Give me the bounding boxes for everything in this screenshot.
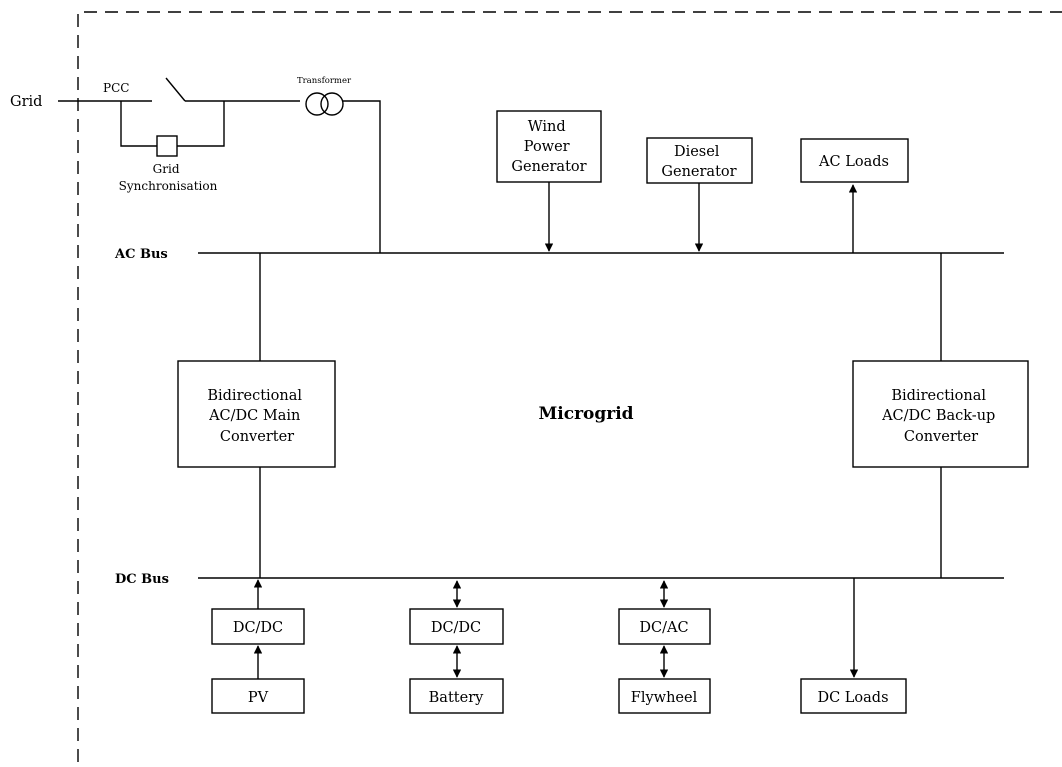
pv-converter-box <box>211 608 305 645</box>
dc-loads-box <box>800 678 907 714</box>
ac-loads-label: AC Loads <box>818 154 889 170</box>
pv-converter-label: DC/DC <box>233 620 283 636</box>
pcc-switch <box>165 77 186 102</box>
pcc-label: PCC <box>103 81 129 95</box>
battery-converter-label: DC/DC <box>431 620 481 636</box>
transformer-icon <box>305 92 344 116</box>
battery-converter-box <box>409 608 504 645</box>
main-converter-box <box>177 360 336 468</box>
wind-generator-box <box>496 110 602 183</box>
dc-loads-label: DC Loads <box>817 690 888 706</box>
wind-generator-label: Wind Power Generator <box>511 119 586 175</box>
grid-sync-box <box>156 135 178 157</box>
backup-converter-label: Bidirectional AC/DC Back-up Converter <box>881 388 1000 445</box>
flywheel-label: Flywheel <box>631 690 698 706</box>
transformer-label: Transformer <box>297 76 352 86</box>
main-converter-label: Bidirectional AC/DC Main Converter <box>207 388 306 445</box>
pv-box <box>211 678 305 714</box>
diesel-generator-label: Diesel Generator <box>661 144 736 180</box>
flywheel-converter-box <box>618 608 711 645</box>
microgrid-title: Microgrid <box>538 404 633 424</box>
ac-loads-box <box>800 138 909 183</box>
ac-bus-label: AC Bus <box>114 247 168 262</box>
backup-converter-box <box>852 360 1029 468</box>
grid-label: Grid <box>10 94 42 110</box>
transformer-to-ac-bus-line <box>343 100 381 253</box>
grid-sync-label: Grid Synchronisation <box>119 162 218 193</box>
battery-label: Battery <box>429 690 484 706</box>
diesel-generator-box <box>646 137 753 184</box>
battery-box <box>409 678 504 714</box>
flywheel-box <box>618 678 711 714</box>
dc-bus-label: DC Bus <box>115 572 169 587</box>
pv-label: PV <box>248 690 269 706</box>
flywheel-converter-label: DC/AC <box>639 620 688 636</box>
